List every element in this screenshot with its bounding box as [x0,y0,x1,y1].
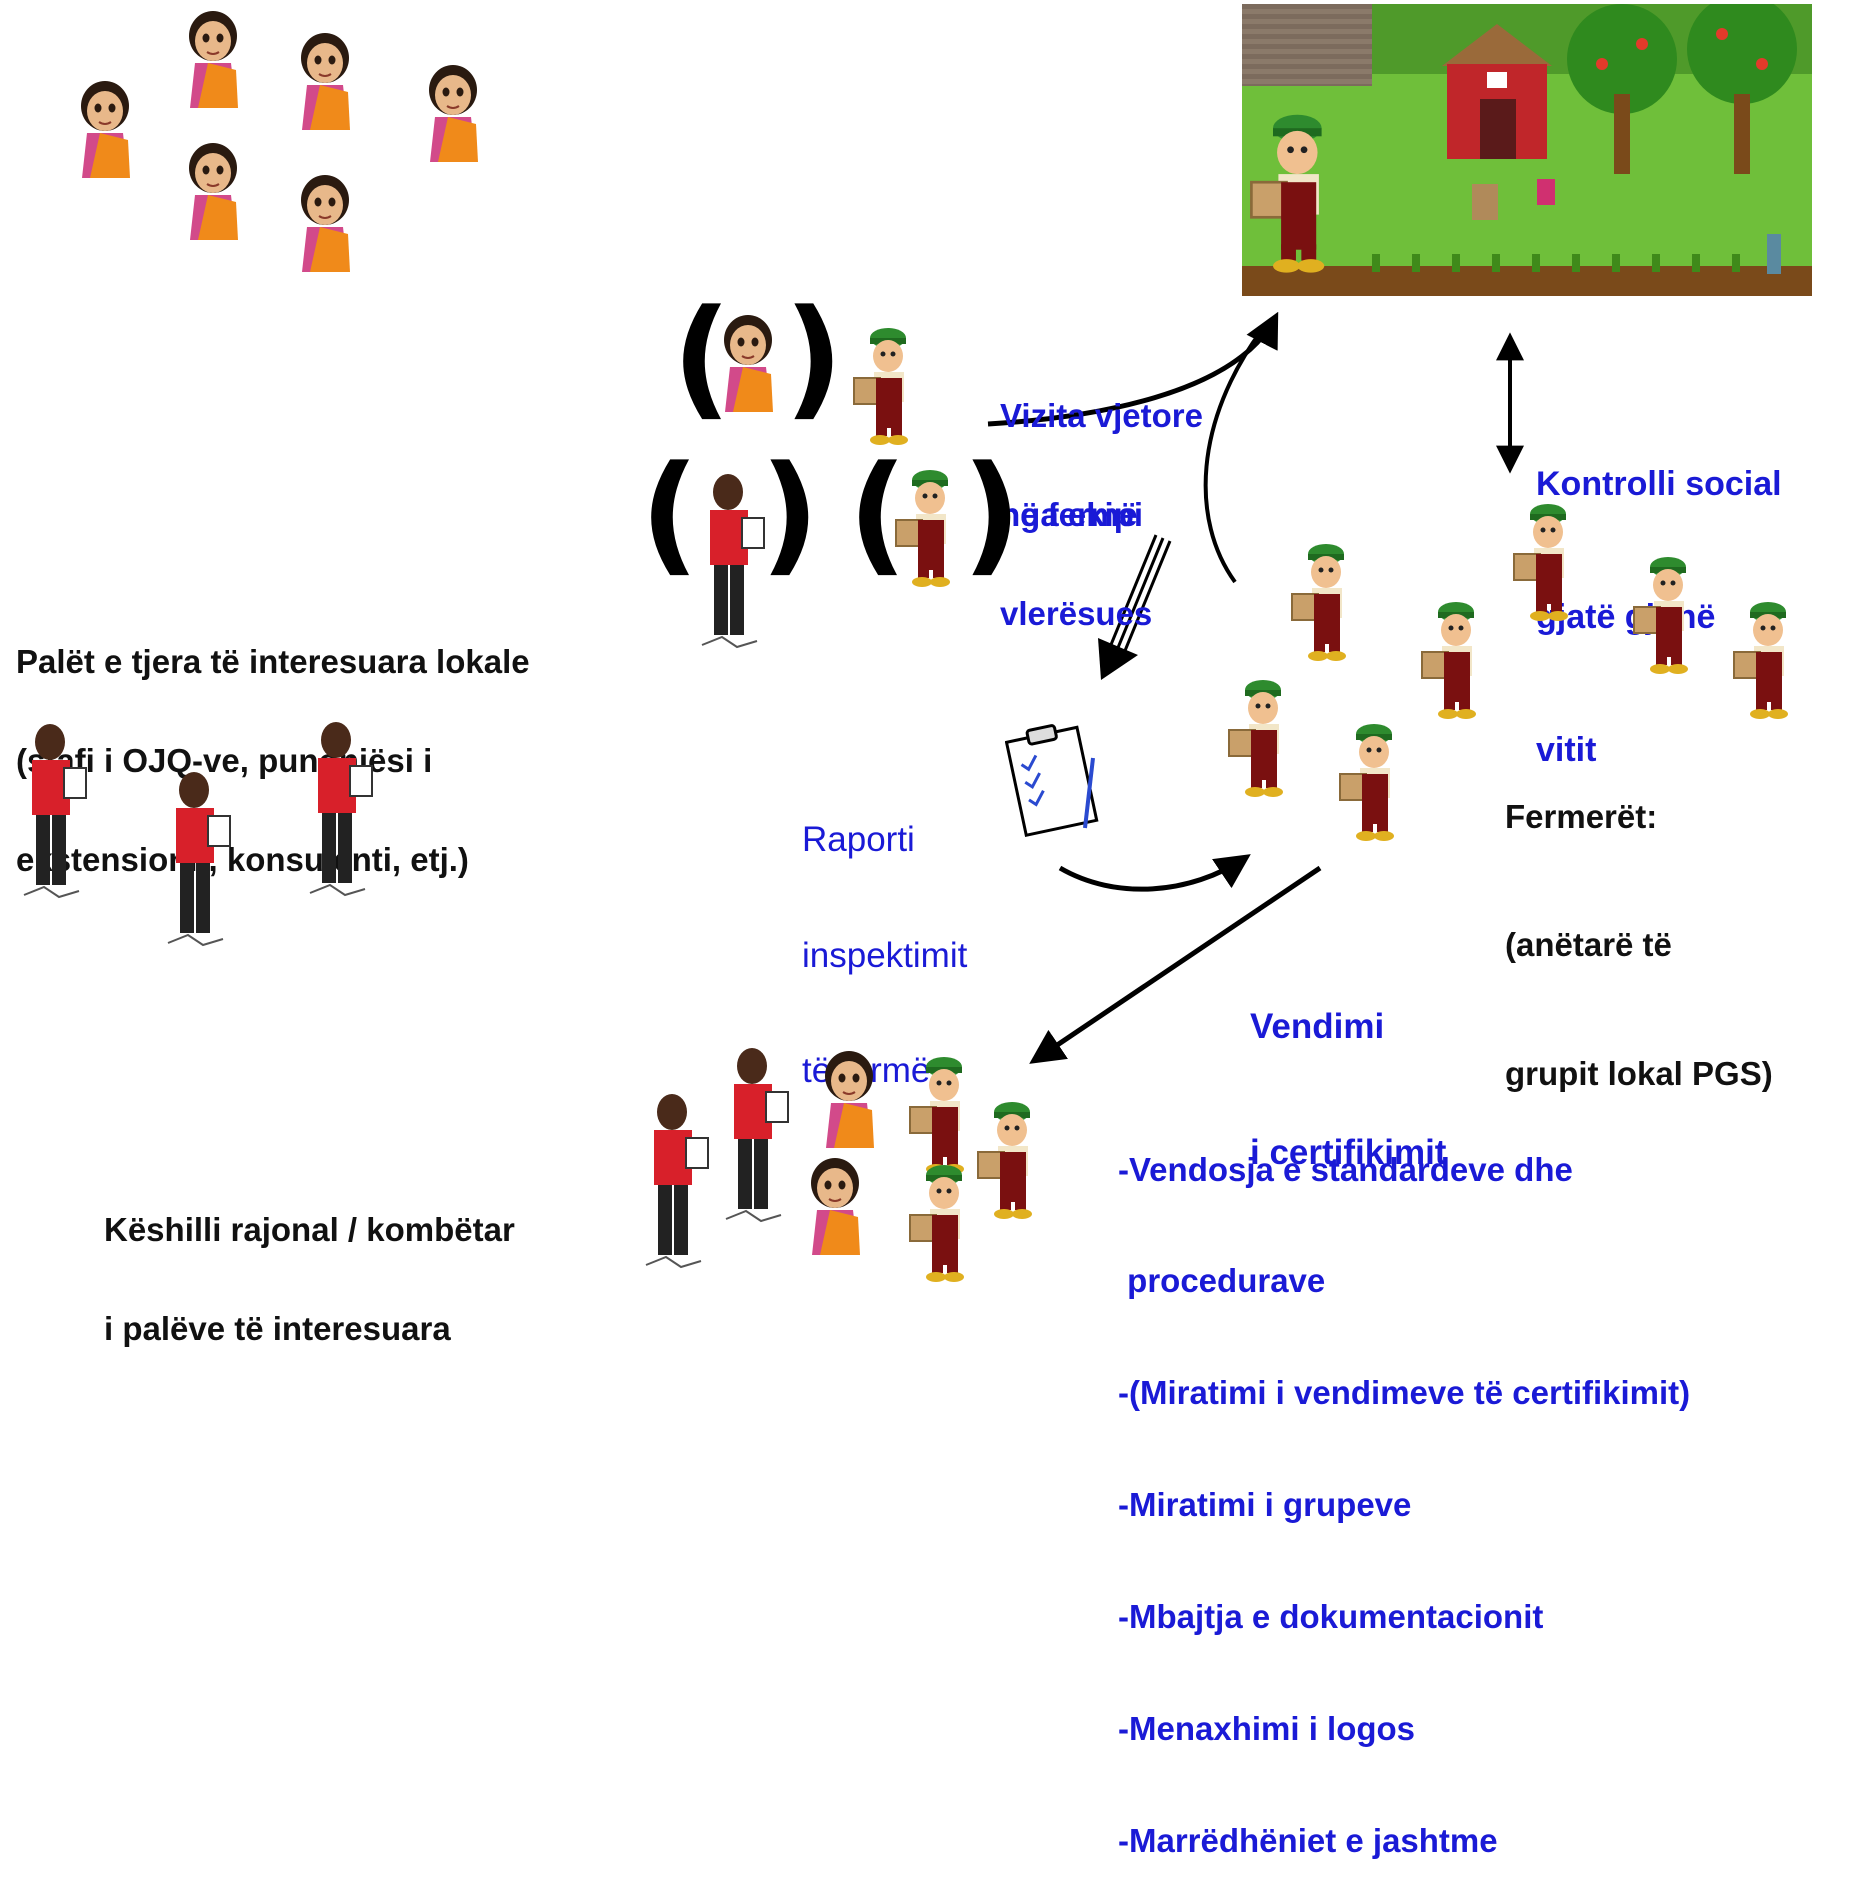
right-paren: ) [962,437,1022,589]
annual-visit-line1: Vizita vjetore [1000,397,1203,434]
farmer-icon [1630,555,1702,680]
council-line1: Këshilli rajonal / kombëtar [104,1211,515,1248]
by-team-line2: vlerësues [1000,595,1153,632]
decision-arrow [1029,865,1322,1064]
visit-arrow [987,311,1279,427]
council-task-item: -Marrëdhëniet e jashtme [1118,1821,1498,1859]
report-line1: Raporti [802,820,915,859]
council-task-item: -Vendosja e standardeve dhe [1118,1150,1573,1188]
woman-icon [800,1155,870,1265]
council-label: Këshilli rajonal / kombëtar i palëve të … [104,1147,515,1378]
social-control-line1: Kontrolli social [1536,465,1782,504]
farmer-icon [1225,678,1297,803]
farmer-icon [1730,600,1802,725]
farmer-icon [1418,600,1490,725]
woman-icon [178,140,248,250]
woman-icon [713,312,783,422]
other-stakeholders-line1: Palët e tjera të interesuara lokale [16,643,530,680]
decision-line2: i certifikimit [1250,1133,1447,1172]
by-team-label: nga ekipi vlerësues [1000,432,1152,663]
left-paren: ( [848,437,908,589]
decision-line1: Vendimi [1250,1007,1385,1046]
farmer-icon [892,468,964,593]
left-paren: ( [672,281,732,433]
report-arrow [1098,534,1172,680]
woman-icon [418,62,488,172]
council-task-item: -Menaxhimi i logos [1118,1709,1416,1747]
inspector-icon [716,1044,796,1239]
farm-scene-image [1242,0,1812,296]
inspector-icon [636,1090,716,1285]
farmers-line1: Fermerët: [1505,797,1658,835]
farmer-icon [1510,502,1582,627]
council-task-item: -Mbajtja e dokumentacionit [1118,1597,1544,1635]
annual-visit-label: Vizita vjetore në fermë [1000,333,1203,564]
farmer-icon [850,326,922,451]
woman-icon [290,30,360,140]
woman-icon [814,1048,884,1158]
woman-icon [290,172,360,282]
council-task-item: -(Miratimi i vendimeve të certifikimit) [1118,1374,1691,1412]
farmers-line2: (anëtarë të [1505,926,1672,964]
farmers-line3: grupit lokal PGS) [1505,1055,1773,1093]
council-task-item: procedurave [1118,1262,1326,1300]
clipboard-icon [1004,718,1105,838]
farmer-icon [906,1163,978,1288]
woman-icon [178,8,248,118]
farmers-to-farm-arrow [1203,328,1264,584]
right-paren: ) [760,437,820,589]
farmer-icon [906,1055,978,1180]
social-control-line3: vitit [1536,730,1597,769]
woman-icon [70,78,140,188]
farmers-label: Fermerët: (anëtarë të grupit lokal PGS) [1505,710,1773,1139]
inspector-icon [14,720,94,915]
report-label: Raporti inspektimit të fermës [802,744,967,1129]
farmer-icon [1246,112,1343,281]
farmer-icon [1336,722,1408,847]
report-line2: inspektimit [802,935,968,975]
council-task-item: -Miratimi i grupeve [1118,1486,1412,1524]
council-line2: i palëve të interesuara [104,1310,451,1347]
annual-visit-line2: në fermë [1000,496,1138,533]
right-paren: ) [784,281,844,433]
farmer-icon [974,1100,1046,1225]
by-team-line1: nga ekipi [1000,496,1144,533]
farmer-icon [1288,542,1360,667]
inspector-icon [300,718,380,913]
council-tasks-list: -Vendosja e standardeve dhe procedurave … [1118,1076,1690,1896]
arrow-layer [987,311,1524,1064]
decision-label: Vendimi i certifikimit [1250,922,1446,1216]
report-to-farmers-arrow [1058,854,1251,892]
inspector-icon [692,470,772,665]
left-paren: ( [640,437,700,589]
inspector-icon [158,768,238,963]
